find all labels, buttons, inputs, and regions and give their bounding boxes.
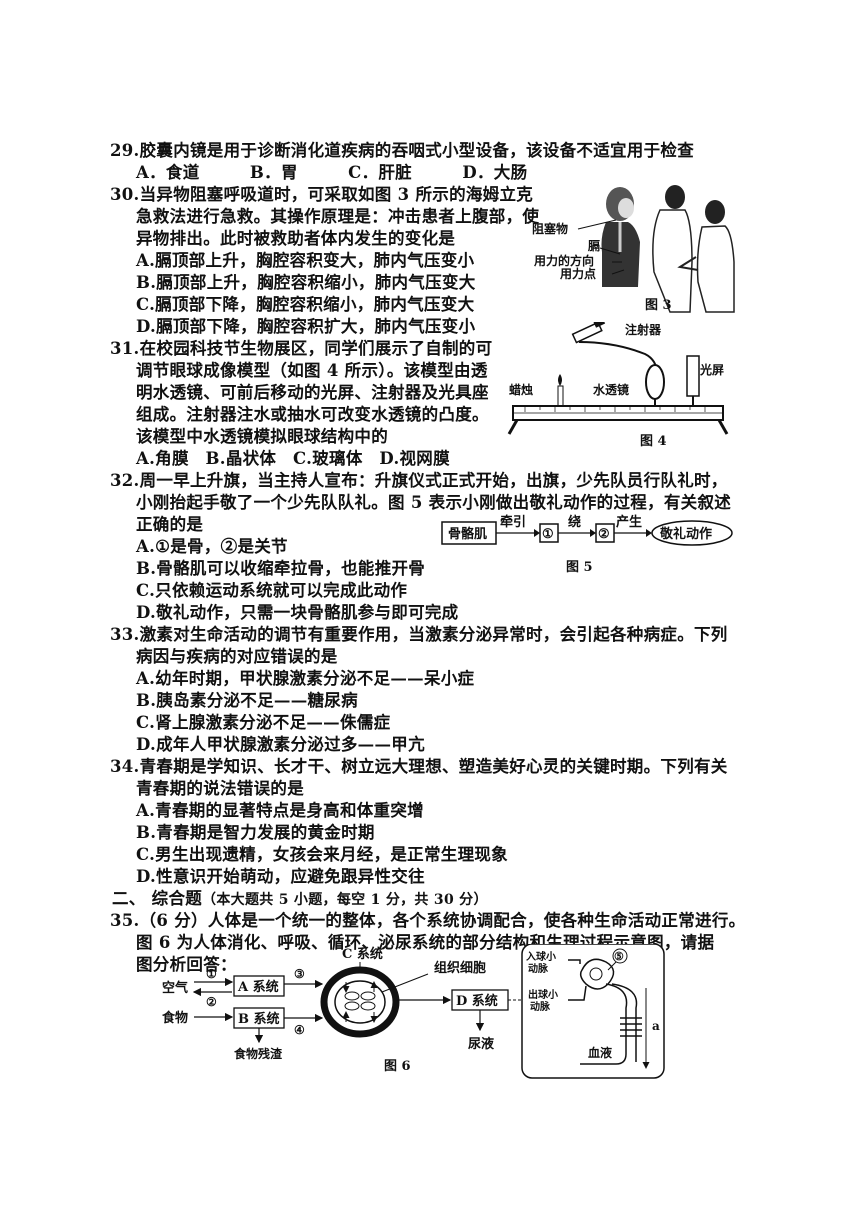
fig6-in-art-2: 动脉: [528, 962, 549, 975]
fig4-label-screen: 光屏: [699, 362, 724, 377]
fig6-blood: 血液: [588, 1045, 612, 1060]
fig6-sysD: D 系统: [456, 993, 498, 1009]
q33-option-b: B.胰岛素分泌不足——糖尿病: [136, 691, 358, 710]
fig5-box-2: ②: [598, 527, 610, 542]
figure-5-flow: 骨骼肌 牵引 ① 绕 ② 产生 敬礼动作: [441, 514, 733, 546]
q32-option-d: D.敬礼动作，只需一块骨骼肌参与即可完成: [136, 603, 459, 622]
q32-line: 32.周一早上升旗，当主持人宣布：升旗仪式正式开始，出旗，少先队员行队礼时，: [110, 471, 728, 490]
q31-line: 31.在校园科技节生物展区，同学们展示了自制的可: [110, 339, 493, 358]
fig6-caption: 图 6: [384, 1059, 411, 1074]
section-heading: 二、 综合题（本大题共 5 小题，每空 1 分，共 30 分）: [112, 888, 488, 911]
q30-line: 急救法进行急救。其操作原理是：冲击患者上腹部，使: [136, 207, 540, 226]
fig5-arrow-around: 绕: [568, 514, 581, 530]
fig6-out-art-2: 动脉: [530, 1000, 551, 1013]
q31-line: 组成。注射器注水或抽水可改变水透镜的凸度。: [136, 405, 489, 424]
fig5-arrow-pull: 牵引: [500, 514, 526, 530]
figure-6-systems: 空气 食物 ① ② A 系统 B 系统 食物残渣 ③ ④ C 系统 组织细胞 D…: [162, 944, 665, 1079]
fig4-caption: 图 4: [640, 434, 667, 449]
fig6-n5: ⑤: [614, 950, 624, 963]
q31-line: 该模型中水透镜模拟眼球结构中的: [136, 427, 388, 446]
fig6-food: 食物: [162, 1010, 188, 1026]
fig3-label-diaphragm: 膈: [587, 238, 600, 253]
q30-option-b: B.膈顶部上升，胸腔容积缩小，肺内气压变大: [136, 273, 476, 292]
fig6-sysB: B 系统: [238, 1011, 280, 1027]
q34-line: 34.青春期是学知识、长才干、树立远大理想、塑造美好心灵的关键时期。下列有关: [110, 757, 728, 776]
q34-line: 青春期的说法错误的是: [136, 779, 304, 798]
q32-line: 小刚抬起手敬了一个少先队队礼。图 5 表示小刚做出敬礼动作的过程，有关叙述: [136, 493, 732, 512]
fig5-caption: 图 5: [566, 560, 593, 575]
fig6-n4: ④: [294, 1023, 305, 1037]
q34-option-a: A.青春期的显著特点是身高和体重突增: [136, 801, 424, 820]
q35-line: 35.（6 分）人体是一个统一的整体，各个系统协调配合，使各种生命活动正常进行。: [110, 911, 746, 930]
fig6-sysA: A 系统: [237, 979, 279, 995]
q31-options: A.角膜 B.晶状体 C.玻璃体 D.视网膜: [136, 449, 450, 468]
q35-line: 图分析回答：: [136, 955, 237, 974]
fig6-urine: 尿液: [468, 1036, 494, 1052]
q30-option-c: C.膈顶部下降，胸腔容积缩小，肺内气压变大: [136, 295, 475, 314]
fig3-label-point: 用力点: [559, 266, 596, 281]
figure-3-heimlich: 阻塞物 膈 用力的方向 用力点: [532, 185, 735, 313]
fig4-label-lens: 水透镜: [593, 382, 629, 397]
q29-stem: 29.胶囊内镜是用于诊断消化道疾病的吞咽式小型设备，该设备不适宜用于检查: [110, 141, 695, 160]
q33-option-a: A.幼年时期，甲状腺激素分泌不足——呆小症: [136, 669, 475, 688]
q31-line: 调节眼球成像模型（如图 4 所示）。该模型由透: [136, 361, 488, 380]
fig6-sysC: C 系统: [342, 946, 383, 962]
section-title: 二、 综合题: [112, 889, 203, 908]
q32-option-a: A.①是骨，②是关节: [136, 537, 288, 556]
q33-option-c: C.肾上腺激素分泌不足——侏儒症: [136, 713, 391, 732]
section-note: （本大题共 5 小题，每空 1 分，共 30 分）: [202, 892, 488, 908]
fig6-n3: ③: [294, 967, 305, 981]
q30-line: 异物排出。此时被救助者体内发生的变化是: [136, 229, 456, 248]
q29-options: A．食道 B．胃 C．肝脏 D．大肠: [136, 163, 528, 182]
fig4-label-syringe: 注射器: [625, 322, 662, 337]
q30-line: 30.当异物阻塞呼吸道时，可采取如图 3 所示的海姆立克: [110, 185, 534, 204]
fig4-label-candle: 蜡烛: [509, 382, 533, 397]
figure-4-eye-model: 注射器 水透镜 蜡烛 光屏: [507, 322, 729, 435]
q33-line: 33.激素对生命活动的调节有重要作用，当激素分泌异常时，会引起各种病症。下列: [110, 625, 728, 644]
fig6-air: 空气: [162, 980, 188, 996]
fig3-caption: 图 3: [645, 298, 672, 313]
fig5-box-1: ①: [542, 527, 554, 542]
fig6-out-art-1: 出球小: [528, 988, 558, 1001]
q30-option-d: D.膈顶部下降，胸腔容积扩大，肺内气压变小: [136, 317, 476, 336]
q30-option-a: A.膈顶部上升，胸腔容积变大，肺内气压变小: [136, 251, 475, 270]
q33-option-d: D.成年人甲状腺激素分泌过多——甲亢: [136, 735, 425, 754]
fig6-a: a: [652, 1019, 660, 1033]
fig3-label-obstruction: 阻塞物: [532, 221, 568, 236]
q34-option-c: C.男生出现遗精，女孩会来月经，是正常生理现象: [136, 845, 508, 864]
q31-line: 明水透镜、可前后移动的光屏、注射器及光具座: [136, 383, 489, 402]
fig5-box-muscle: 骨骼肌: [448, 526, 487, 542]
q32-option-b: B.骨骼肌可以收缩牵拉骨，也能推开骨: [136, 559, 426, 578]
fig6-in-art-1: 入球小: [526, 950, 556, 963]
fig6-residue: 食物残渣: [233, 1046, 283, 1061]
fig6-tissue: 组织细胞: [434, 960, 486, 976]
q32-line: 正确的是: [136, 515, 204, 534]
fig6-n2: ②: [206, 995, 217, 1009]
fig5-box-salute: 敬礼动作: [659, 526, 712, 542]
q32-option-c: C.只依赖运动系统就可以完成此动作: [136, 581, 408, 600]
q33-line: 病因与疾病的对应错误的是: [136, 647, 338, 666]
q34-option-b: B.青春期是智力发展的黄金时期: [136, 823, 375, 842]
fig5-arrow-produce: 产生: [616, 514, 642, 530]
q34-option-d: D.性意识开始萌动，应避免跟异性交往: [136, 867, 425, 886]
fig6-n1: ①: [206, 967, 217, 981]
fig3-label-direction: 用力的方向: [533, 253, 594, 268]
